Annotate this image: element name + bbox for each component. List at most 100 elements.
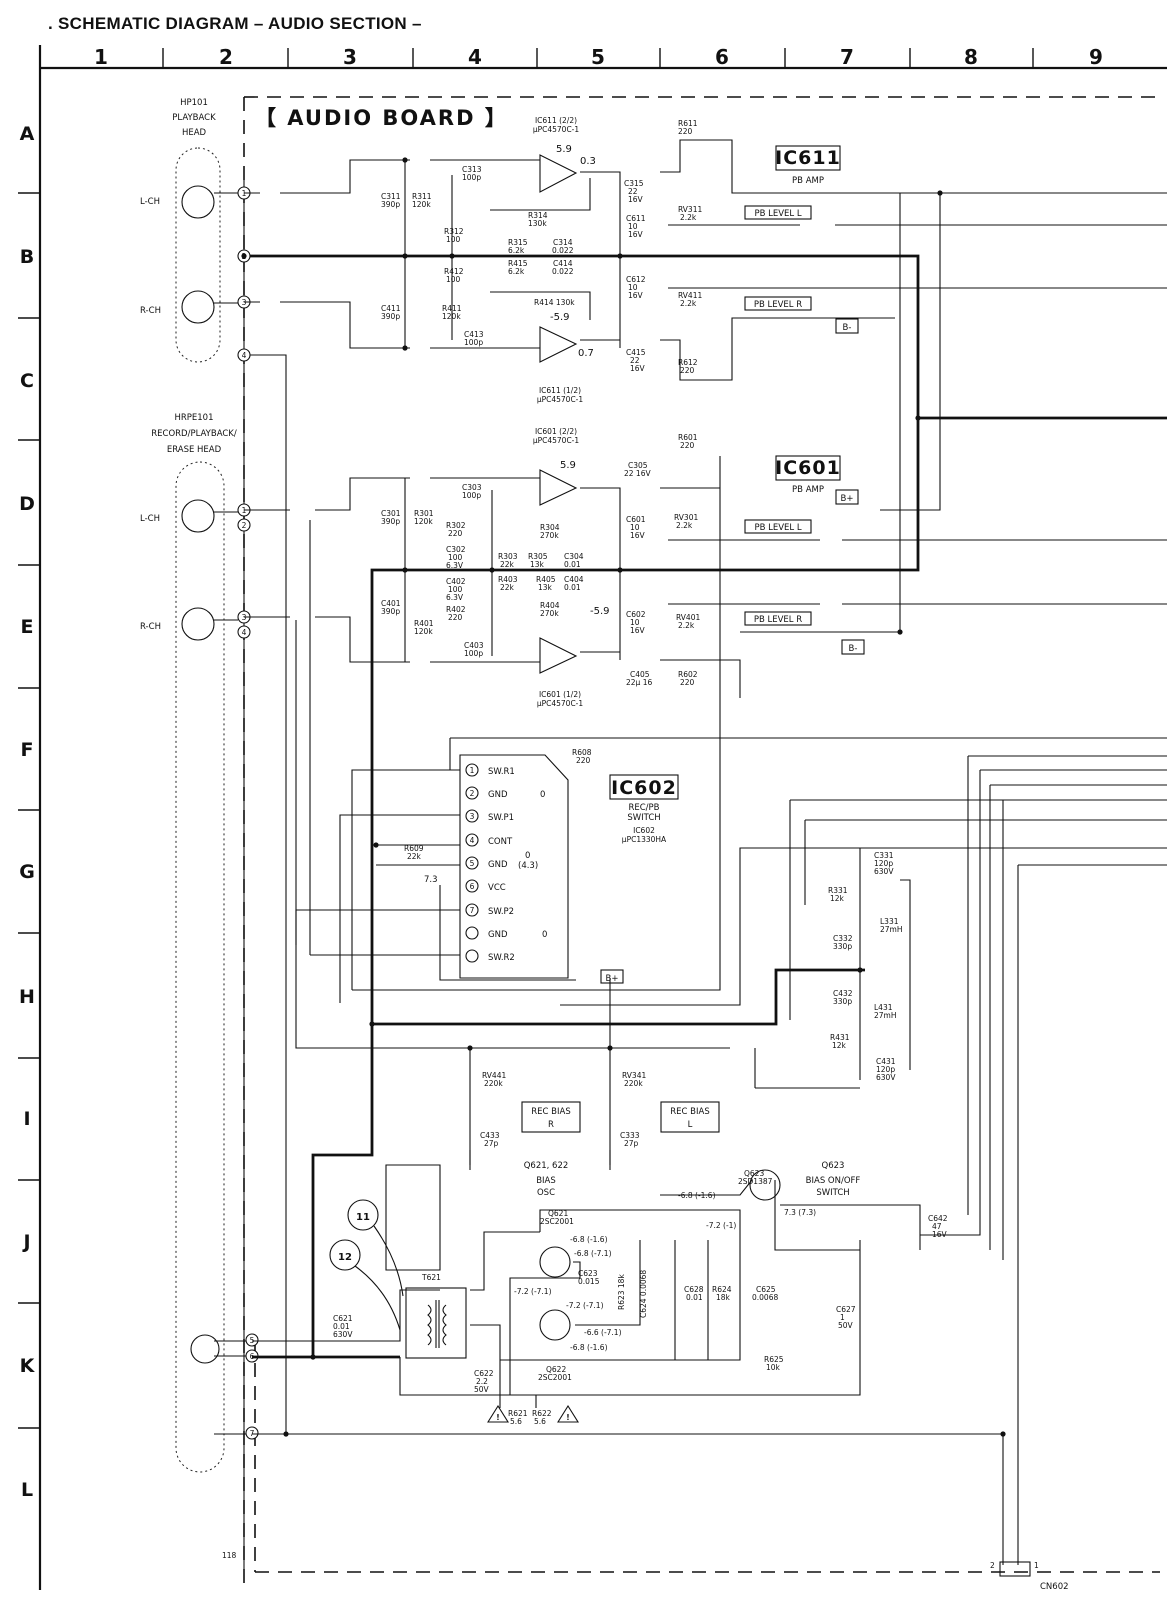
svg-text:2: 2 [242,252,247,261]
hrpe101-label: HRPE101 [174,413,213,423]
svg-text:R401: R401 [414,619,434,628]
svg-text:120k: 120k [412,200,431,209]
svg-text:100: 100 [446,275,461,284]
l-ch-label: L-CH [140,197,160,207]
bias-switch-label: Q623 [822,1161,845,1171]
svg-text:RV301: RV301 [674,513,698,522]
callout-12: 12 [338,1252,352,1263]
svg-text:R405: R405 [536,575,556,584]
svg-text:270k: 270k [540,609,559,618]
ic602-pin: SW.P1 [488,813,514,823]
svg-text:100p: 100p [464,649,483,658]
svg-text:220k: 220k [484,1079,503,1088]
svg-text:5.6: 5.6 [510,1417,522,1426]
svg-text:RV311: RV311 [678,205,702,214]
svg-text:22 16V: 22 16V [624,469,651,478]
pb-level-r: PB LEVEL R [754,615,802,625]
ic602-body [459,754,569,979]
svg-text:C333: C333 [620,1131,640,1140]
grid-row: F [21,739,34,761]
svg-text:5: 5 [250,1336,255,1345]
svg-text:10: 10 [630,618,640,627]
svg-text:6: 6 [470,882,475,891]
svg-text:C403: C403 [464,641,484,650]
svg-text:12k: 12k [832,1041,847,1050]
ic602-desc: REC/PB [628,803,659,813]
svg-text:390p: 390p [381,200,400,209]
svg-text:-6.8 (-1.6): -6.8 (-1.6) [570,1235,608,1244]
grid-row: A [20,123,35,145]
grid-frame [18,45,1167,1590]
svg-text:L431: L431 [874,1003,893,1012]
svg-text:120k: 120k [414,517,433,526]
svg-text:C332: C332 [833,934,853,943]
svg-text:R301: R301 [414,509,434,518]
svg-text:R601: R601 [678,433,698,442]
svg-text:C303: C303 [462,483,482,492]
svg-text:220: 220 [448,613,463,622]
svg-text:50V: 50V [838,1321,854,1330]
svg-text:C612: C612 [626,275,646,284]
svg-text:330p: 330p [833,942,852,951]
svg-text:0.01: 0.01 [686,1293,703,1302]
svg-text:!: ! [496,1413,499,1422]
svg-text:Q623: Q623 [744,1169,764,1178]
svg-text:16V: 16V [628,195,644,204]
hrpe101-head: HRPE101 RECORD/PLAYBACK/ ERASE HEAD L-CH… [140,413,237,1473]
svg-text:C602: C602 [626,610,646,619]
grid-row: K [20,1355,36,1377]
svg-text:47: 47 [932,1222,942,1231]
svg-text:2: 2 [470,789,475,798]
signal-wiring [244,139,1167,1565]
svg-text:R402: R402 [446,605,466,614]
svg-text:120k: 120k [414,627,433,636]
svg-text:C601: C601 [626,515,646,524]
svg-text:2.2: 2.2 [476,1377,488,1386]
svg-text:-6.6 (-7.1): -6.6 (-7.1) [584,1328,622,1337]
svg-text:630V: 630V [333,1330,353,1339]
callout-11: 11 [356,1212,370,1223]
ic611-part: μPC4570C-1 [533,125,580,134]
svg-text:7: 7 [470,906,475,915]
rec-bias-l: L [688,1120,693,1130]
bias-osc-label: OSC [537,1188,555,1198]
svg-text:220: 220 [680,441,695,450]
svg-text:220: 220 [576,756,591,765]
ic602-label: IC602 [611,777,677,799]
svg-text:C413: C413 [464,330,484,339]
grid-rows: A B C D E F G H I J K L [19,123,36,1501]
svg-text:C411: C411 [381,304,401,313]
grid-col: 3 [343,45,357,69]
rec-bias-r: R [548,1120,554,1130]
svg-text:220: 220 [680,366,695,375]
svg-text:7: 7 [250,1429,255,1438]
svg-text:16V: 16V [630,626,646,635]
svg-text:13k: 13k [530,560,545,569]
grid-row: I [23,1108,30,1130]
svg-text:R415: R415 [508,259,528,268]
grid-columns: 1 2 3 4 5 6 7 8 9 [94,45,1103,69]
svg-text:R622: R622 [532,1409,552,1418]
svg-text:R314: R314 [528,211,548,220]
svg-text:R608: R608 [572,748,592,757]
svg-text:50V: 50V [474,1385,490,1394]
svg-text:C301: C301 [381,509,401,518]
svg-text:390p: 390p [381,517,400,526]
r-ch-label: R-CH [140,622,161,632]
hp101-label: HEAD [182,128,207,138]
svg-text:100p: 100p [464,338,483,347]
ic601-part: μPC4570C-1 [533,436,580,445]
svg-text:C402: C402 [446,577,466,586]
ic611-part: IC611 (2/2) [535,116,577,125]
svg-text:27p: 27p [484,1139,499,1148]
svg-text:C415: C415 [626,348,646,357]
svg-text:6: 6 [250,1352,255,1361]
warning-icons: ! ! [487,1404,579,1423]
ic611-part: μPC4570C-1 [537,395,584,404]
pb-level-l: PB LEVEL L [754,523,801,533]
grid-row: H [19,986,35,1008]
svg-text:0.015: 0.015 [578,1277,600,1286]
svg-text:RV411: RV411 [678,291,702,300]
